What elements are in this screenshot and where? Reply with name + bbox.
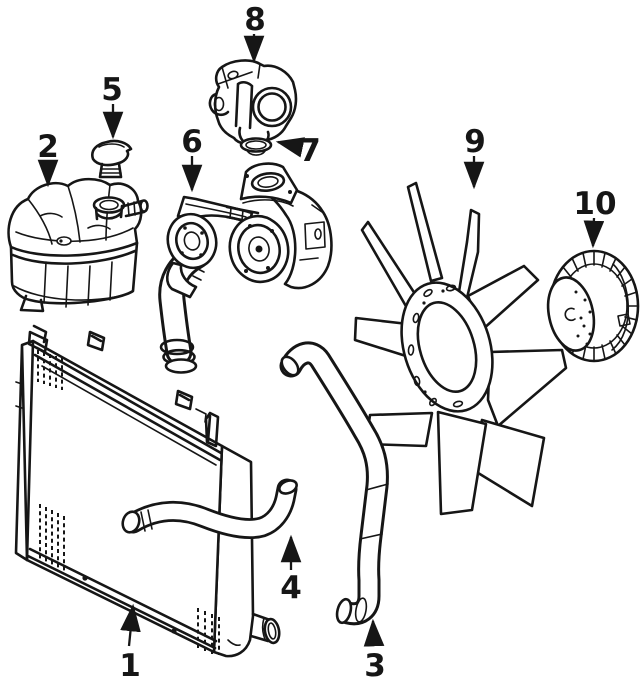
- thermostat: [239, 137, 273, 156]
- callout-9-label: 9: [464, 124, 486, 160]
- callout-10-label: 10: [573, 186, 616, 222]
- upper-radiator-hose: [121, 478, 298, 540]
- callout-1: 1: [119, 603, 141, 684]
- callout-1-label: 1: [119, 648, 141, 684]
- callout-9: 9: [463, 124, 486, 190]
- callout-5: 5: [101, 72, 124, 140]
- callout-8: 8: [243, 2, 266, 64]
- callout-10: 10: [573, 186, 617, 249]
- radiator: [14, 324, 281, 658]
- callout-3: 3: [363, 618, 386, 684]
- callout-6: 6: [181, 124, 203, 193]
- callout-10-arrow: [583, 217, 605, 249]
- lower-radiator-hose: [279, 341, 389, 626]
- callout-4: 4: [280, 534, 302, 606]
- callout-7-label: 7: [299, 133, 321, 169]
- callout-5-label: 5: [101, 72, 123, 108]
- callout-1-arrow: [120, 603, 141, 647]
- callout-2: 2: [37, 129, 59, 188]
- thermostat-housing: [208, 59, 298, 146]
- callout-4-label: 4: [280, 570, 302, 606]
- water-pump: [165, 162, 333, 299]
- callout-2-label: 2: [37, 129, 59, 165]
- callout-7-arrow: [275, 137, 305, 158]
- callout-3-arrow: [363, 618, 385, 647]
- callout-6-label: 6: [181, 124, 203, 160]
- callout-3-label: 3: [364, 648, 386, 684]
- callout-8-label: 8: [244, 2, 266, 38]
- callout-7: 7: [275, 133, 321, 169]
- coolant-reservoir: [7, 177, 149, 313]
- fan-blade: [353, 181, 568, 516]
- fan-clutch: [546, 249, 640, 363]
- reservoir-cap: [91, 139, 133, 179]
